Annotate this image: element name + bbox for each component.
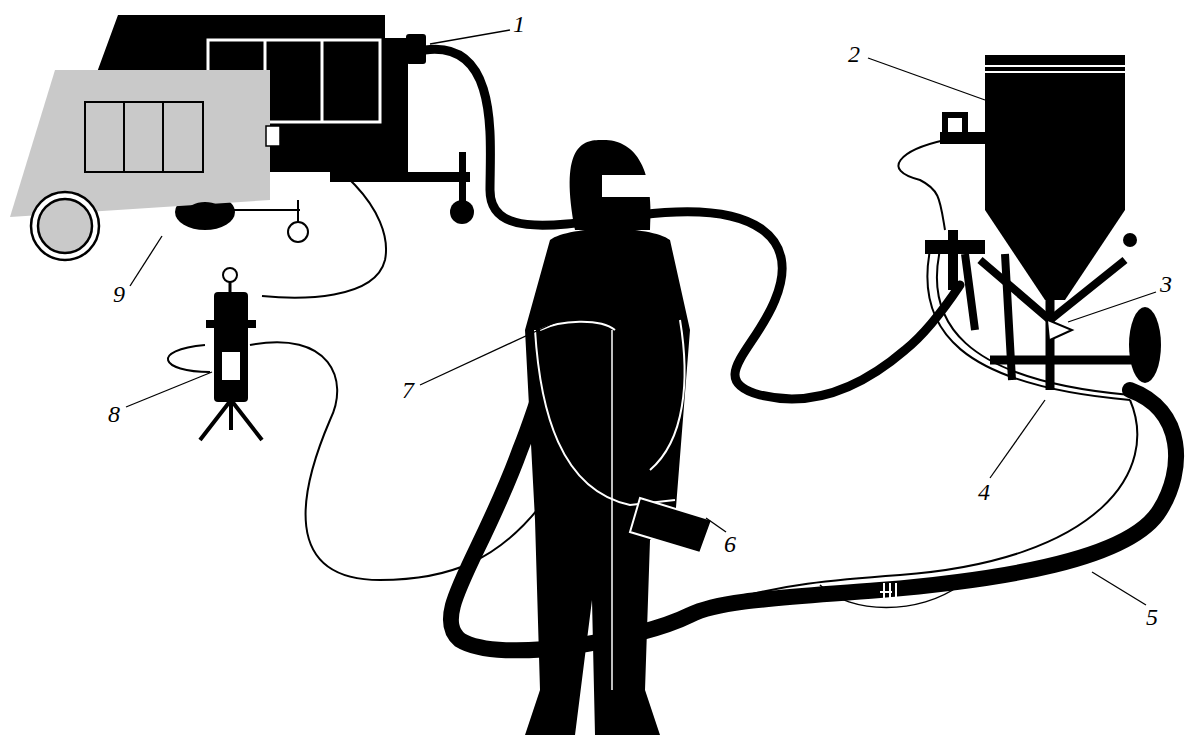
compressor [459,152,466,202]
blast-pot [985,71,1125,73]
leader-line [420,322,556,385]
compressor [321,40,324,122]
leader-line [1092,572,1146,605]
blast-pot [1048,320,1072,340]
operator [611,330,613,690]
callout-number: 6 [724,532,736,556]
second-compressor [187,202,223,222]
blast-pot [927,250,1130,400]
callout-number: 7 [402,378,414,402]
callout-number: 9 [113,282,125,306]
blast-pot [948,230,958,290]
leader-line [706,518,726,532]
breathing-air-line [262,140,386,298]
blast-pot [985,55,1125,210]
blast-pot [898,55,1161,400]
operator [525,229,690,735]
callout-number: 5 [1146,605,1158,629]
operator [650,320,685,470]
air-filter [206,320,256,328]
operator [535,330,675,505]
second-compressor [31,192,99,260]
second-compressor [123,102,125,172]
air-filter [214,292,248,402]
operator [570,140,651,230]
callout-number: 2 [848,42,860,66]
breathing-air-line [168,345,210,372]
leader-line [868,58,985,100]
hose-coupling [880,583,896,600]
blast-pot [940,132,985,144]
second-compressor [162,102,164,172]
operator [540,322,615,330]
blast-pot [937,250,1130,395]
leader-line [126,372,212,407]
blast-pot [898,140,945,230]
control-line [820,585,960,608]
air-filter [200,400,262,440]
callout-number: 8 [108,402,120,426]
blast-pot [945,115,965,132]
second-compressor [297,200,299,222]
operator [602,175,650,197]
air-filter [229,282,232,292]
blast-pot [1123,233,1137,247]
blast-pot [1129,307,1161,383]
leader-line [430,30,510,44]
callout-number: 3 [1160,272,1172,296]
blast-nozzle [630,498,712,553]
air-filter [222,352,240,380]
operator [525,140,690,735]
leader-line [1068,292,1156,322]
compressor [450,200,474,224]
callout-number: 4 [978,480,990,504]
leader-line [126,30,1156,605]
second-compressor [288,222,308,242]
blast-nozzle [630,498,712,553]
air-hose [425,49,960,399]
second-compressor [38,199,92,253]
air-filter [223,268,237,282]
breathing-air-line [250,342,545,580]
second-compressor [266,126,280,146]
callout-number: 1 [513,12,525,36]
air-filter [200,268,262,440]
blast-pot [985,65,1125,67]
second-compressor [10,70,308,260]
leader-line [130,236,162,286]
control-line [730,400,1137,600]
second-compressor [85,102,203,172]
leader-line [990,400,1045,478]
